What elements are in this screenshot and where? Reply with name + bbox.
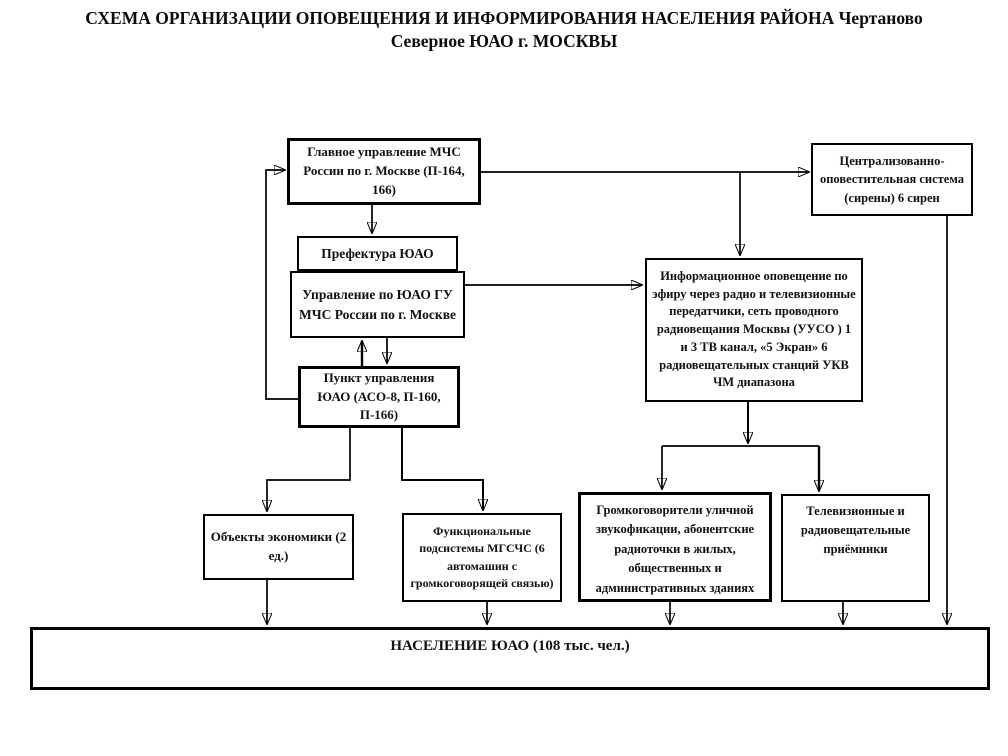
wire-punkt-to-obekty: [267, 428, 351, 511]
wire-punkt-to-gu: [265, 170, 298, 400]
node-prefektura-uao: Префектура ЮАО: [297, 236, 458, 271]
node-uao-mchs-administration: Управление по ЮАО ГУ МЧС России по г. Мо…: [290, 271, 465, 338]
node-population-uao: НАСЕЛЕНИЕ ЮАО (108 тыс. чел.): [30, 627, 990, 690]
node-economy-objects: Объекты экономики (2 ед.): [203, 514, 354, 580]
node-control-point-uao: Пункт управления ЮАО (АСО-8, П-160, П-16…: [298, 366, 460, 428]
diagram-title: СХЕМА ОРГАНИЗАЦИИ ОПОВЕЩЕНИЯ И ИНФОРМИРО…: [0, 7, 1008, 53]
diagram-title-line2: Северное ЮАО г. МОСКВЫ: [390, 31, 618, 51]
node-centralized-siren-system: Централизованно-оповестительная система …: [811, 143, 973, 216]
node-information-broadcast: Информационное оповещение по эфиру через…: [645, 258, 863, 402]
wire-punkt-to-funk: [401, 428, 483, 510]
node-main-mchs-directorate: Главное управление МЧС России по г. Моск…: [287, 138, 481, 205]
node-street-loudspeakers: Громкоговорители уличной звукофикации, а…: [578, 492, 772, 602]
diagram-title-line1: СХЕМА ОРГАНИЗАЦИИ ОПОВЕЩЕНИЯ И ИНФОРМИРО…: [85, 8, 923, 28]
node-functional-subsystems: Функциональные подсистемы МГСЧС (6 автом…: [402, 513, 562, 602]
node-tv-radio-receivers: Телевизионные и радиовещательные приёмни…: [781, 494, 930, 602]
